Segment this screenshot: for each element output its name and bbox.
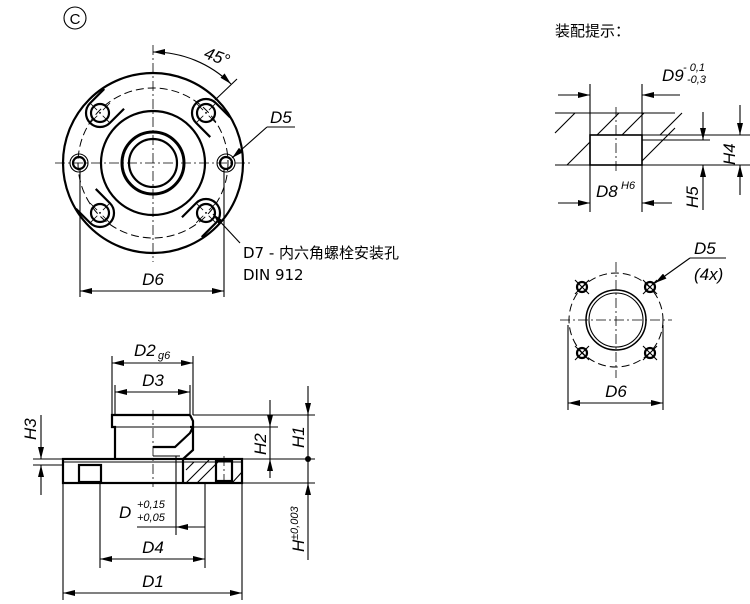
side-view-d-tol-lower-label: +0,05 bbox=[137, 512, 166, 524]
d7-standard: DIN 912 bbox=[243, 266, 304, 284]
side-view-h2-label: H2 bbox=[251, 433, 270, 455]
side-view-h-tol-label: ±0,003 bbox=[289, 506, 301, 540]
assembly-h5-label: H5 bbox=[683, 186, 702, 208]
side-view-d2-tol-label: g6 bbox=[158, 350, 171, 362]
assembly-d8-tol-label: H6 bbox=[621, 180, 636, 192]
assembly-d8-label: D8 bbox=[596, 182, 618, 201]
assembly-d5-label: D5 bbox=[694, 239, 716, 258]
top-view: 45° D5 D7 - 内六角螺栓安装孔 DIN 912 D6 bbox=[55, 44, 399, 297]
side-view-d-tol-upper-label: +0,15 bbox=[137, 499, 166, 511]
assembly-d9-tol-upper-label: - 0,1 bbox=[683, 62, 705, 74]
top-view-d6-label: D6 bbox=[142, 270, 164, 289]
side-view: D2 g6 D3 H3 H2 H1 H ±0,003 D bbox=[21, 341, 315, 600]
side-view-d-label: D bbox=[119, 503, 131, 522]
view-marker: C bbox=[63, 6, 87, 30]
side-view-d2-label: D2 bbox=[134, 341, 156, 360]
side-view-h3-label: H3 bbox=[21, 418, 40, 440]
side-view-d3-label: D3 bbox=[142, 371, 164, 390]
assembly-hint: 装配提示： D9 - 0,1 -0,3 H4 H5 D8 H6 bbox=[554, 22, 750, 410]
top-view-angle-label: 45° bbox=[202, 44, 233, 71]
side-view-d4-label: D4 bbox=[142, 538, 164, 557]
assembly-d9-label: D9 bbox=[662, 66, 684, 85]
side-view-h1-label: H1 bbox=[289, 426, 308, 448]
side-view-d1-label: D1 bbox=[142, 572, 164, 591]
assembly-title: 装配提示： bbox=[555, 22, 630, 40]
assembly-d6-label: D6 bbox=[605, 382, 627, 401]
bolt-holes bbox=[574, 279, 658, 361]
assembly-d5-count-label: (4x) bbox=[694, 265, 723, 284]
side-view-h-label: H bbox=[289, 539, 308, 552]
d7-note: D7 - 内六角螺栓安装孔 bbox=[243, 244, 399, 262]
assembly-h4-label: H4 bbox=[720, 143, 739, 165]
assembly-d9-tol-lower-label: -0,3 bbox=[687, 74, 707, 86]
view-marker-label: C bbox=[70, 11, 81, 28]
top-view-d5-label: D5 bbox=[270, 108, 292, 127]
